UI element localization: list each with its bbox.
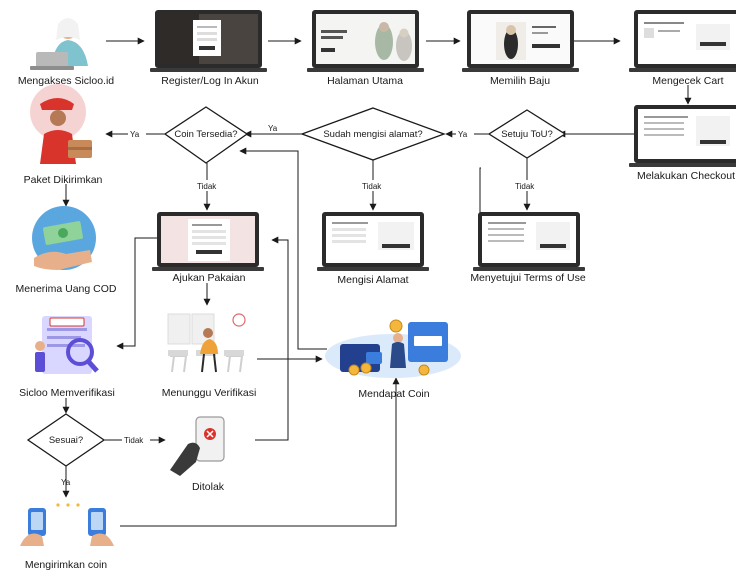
label-register: Register/Log In Akun	[161, 75, 259, 87]
node-labels: Mengakses Sicloo.id Register/Log In Akun…	[16, 75, 736, 571]
decision-label-sudah-alamat: Sudah mengisi alamat?	[323, 129, 422, 140]
send-coin-icon	[20, 503, 114, 546]
label-menerima-uang-cod: Menerima Uang COD	[16, 283, 117, 295]
decision-label-sesuai: Sesuai?	[49, 435, 83, 446]
person-laptop-icon	[30, 18, 88, 70]
edge-labels: Ya Tidak Tidak Ya Tidak Ya Tidak Ya	[61, 124, 540, 487]
laptop-register	[150, 10, 267, 72]
delivery-person-icon	[30, 84, 92, 164]
label-mengirimkan-coin: Mengirimkan coin	[25, 559, 107, 571]
edge-ajukan-verif	[116, 237, 157, 350]
edge-coin-return	[239, 147, 327, 350]
laptop-mengisi-alamat	[317, 212, 429, 271]
decision-coin-tersedia: Coin Tersedia?	[163, 106, 249, 164]
laptop-melakukan-checkout	[629, 105, 736, 167]
laptop-memilih-baju	[462, 10, 579, 72]
edge-label-tidak-alamat: Tidak	[362, 182, 382, 191]
edge-label-ya-setuju: Ya	[458, 130, 468, 139]
label-ditolak: Ditolak	[192, 481, 225, 493]
edge-label-tidak-coin: Tidak	[197, 182, 217, 191]
edge-ditolak-ajukan	[255, 236, 289, 441]
cash-hand-icon	[32, 206, 96, 270]
label-mengecek-cart: Mengecek Cart	[652, 75, 723, 87]
label-menyetujui-tou: Menyetujui Terms of Use	[470, 272, 586, 284]
edge-label-tidak-setuju: Tidak	[515, 182, 535, 191]
label-mendapat-coin: Mendapat Coin	[358, 388, 429, 400]
label-ajukan-pakaian: Ajukan Pakaian	[173, 272, 246, 284]
label-mengakses: Mengakses Sicloo.id	[18, 75, 114, 87]
label-mengisi-alamat: Mengisi Alamat	[337, 274, 408, 286]
edge-label-ya-coin: Ya	[130, 130, 140, 139]
edge-label-tidak-sesuai: Tidak	[124, 436, 144, 445]
label-memilih-baju: Memilih Baju	[490, 75, 550, 87]
decision-setuju-tou: Setuju ToU?	[487, 109, 567, 159]
waiting-person-icon	[167, 313, 246, 373]
coin-wallet-icon	[325, 319, 461, 378]
approved-document-icon	[35, 316, 99, 374]
label-paket-dikirimkan: Paket Dikirimkan	[24, 174, 103, 186]
decision-sudah-alamat: Sudah mengisi alamat?	[300, 107, 446, 161]
laptop-ajukan-pakaian	[152, 212, 264, 271]
decision-label-coin-tersedia: Coin Tersedia?	[174, 129, 237, 140]
decision-label-setuju-tou: Setuju ToU?	[501, 129, 553, 140]
edge-kirim-coin	[120, 377, 400, 527]
label-menunggu-verifikasi: Menunggu Verifikasi	[162, 387, 257, 399]
rejected-phone-icon	[170, 416, 225, 476]
label-sicloo-memverifikasi: Sicloo Memverifikasi	[19, 387, 115, 399]
edge-tou-return-a	[479, 167, 481, 234]
laptop-menyetujui-tou	[473, 212, 585, 271]
laptop-mengecek-cart	[629, 10, 736, 72]
edge-label-ya-sesuai: Ya	[61, 478, 71, 487]
label-halaman-utama: Halaman Utama	[327, 75, 403, 87]
decision-sesuai: Sesuai?	[26, 413, 106, 467]
edge-label-ya-alamat: Ya	[268, 124, 278, 133]
label-melakukan-checkout: Melakukan Checkout	[637, 170, 735, 182]
laptop-halaman-utama	[307, 10, 424, 72]
